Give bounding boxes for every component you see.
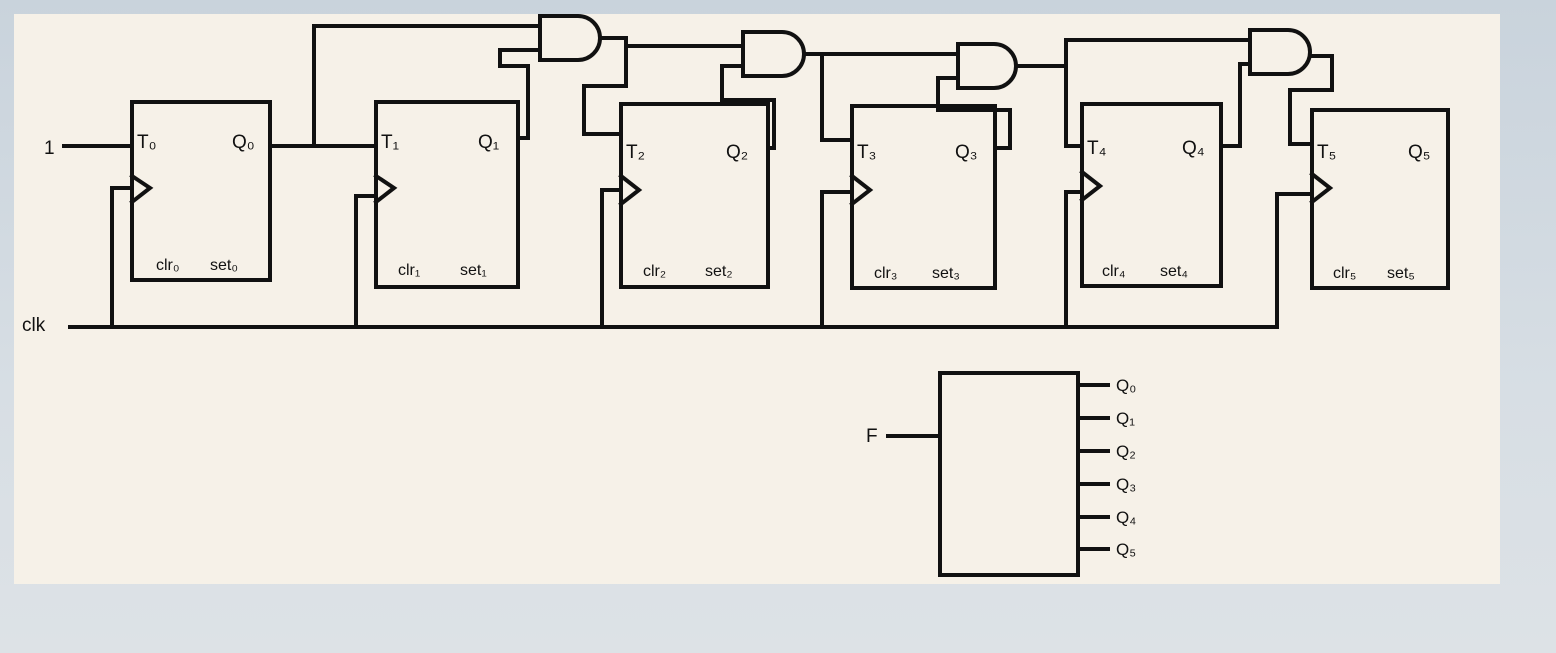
ff3-q-label: Q₃ [955,142,978,163]
ff2-t-label: T₂ [626,142,645,163]
ff1-clk-wire [354,194,378,329]
ff4-clr-label: clr₄ [1102,263,1125,280]
ff4-q-label: Q₄ [1182,138,1205,159]
block-out-q3: Q₃ [1116,475,1136,494]
and-gate-1 [538,14,602,62]
ff2-clk-wire [600,188,623,329]
ff5-clr-label: clr₅ [1333,265,1356,282]
flipflop-4: T₄ Q₄ clr₄ set₄ [1079,102,1223,288]
ff1-q-label: Q₁ [478,132,499,153]
ff3-clr-label: clr₃ [874,265,897,282]
and-gate-2 [741,30,806,78]
flipflop-2: T₂ Q₂ clr₂ set₂ [618,102,770,289]
block-input-label: F [866,426,878,447]
clk-label: clk [22,315,46,336]
gate1-to-t2 [582,44,628,136]
ff5-clk-wire [1275,192,1314,329]
ff3-clk-wire [820,190,854,329]
and-gate-4 [1248,28,1312,76]
ff5-t-label: T₅ [1317,142,1336,163]
q2-to-gate2 [720,64,776,150]
block-out-q2: Q₂ [1116,442,1136,461]
ff4-set-label: set₄ [1160,263,1188,280]
flipflop-1: T₁ Q₁ clr₁ set₁ [373,100,520,289]
flipflop-3: T₃ Q₃ clr₃ set₃ [849,104,997,290]
block-out-q4: Q₄ [1116,508,1136,527]
block-out-q5: Q₅ [1116,540,1136,559]
q3-to-gate3 [936,76,1012,150]
ff2-clr-label: clr₂ [643,263,666,280]
ff1-set-label: set₁ [460,262,487,279]
ff0-set-label: set₀ [210,257,238,274]
gate3-out [1014,38,1252,68]
gate3-to-t4 [1064,64,1084,148]
q4-to-gate4 [1219,62,1252,148]
input-one-label: 1 [44,138,55,159]
ff0-q-label: Q₀ [232,132,255,153]
ff5-q-label: Q₅ [1408,142,1430,163]
ff1-clr-label: clr₁ [398,262,420,279]
q1-to-gate1 [498,48,542,140]
ff5-set-label: set₅ [1387,265,1415,282]
ff4-clk-wire [1064,190,1084,329]
ff0-t-label: T₀ [137,132,157,153]
ff2-set-label: set₂ [705,263,733,280]
flipflop-5: T₅ Q₅ clr₅ set₅ [1309,108,1450,290]
gate4-to-t5 [1288,54,1334,146]
flipflop-0: T₀ Q₀ clr₀ set₀ [129,100,272,282]
block-out-q0: Q₀ [1116,376,1136,395]
ff3-t-label: T₃ [857,142,876,163]
gate2-to-t3 [820,52,854,142]
ff3-set-label: set₃ [932,265,960,282]
ff0-clr-label: clr₀ [156,257,180,274]
block-out-q1: Q₁ [1116,409,1135,428]
ff4-t-label: T₄ [1087,138,1107,159]
ff0-clk-wire [110,186,134,329]
ff2-q-label: Q₂ [726,142,748,163]
gate1-out [598,36,745,48]
q0-to-gate1 [312,24,542,148]
and-gate-3 [956,42,1018,90]
counter-block: F Q₀ Q₁ Q₂ Q₃ Q₄ Q₅ [866,371,1136,577]
ff1-t-label: T₁ [381,132,399,153]
